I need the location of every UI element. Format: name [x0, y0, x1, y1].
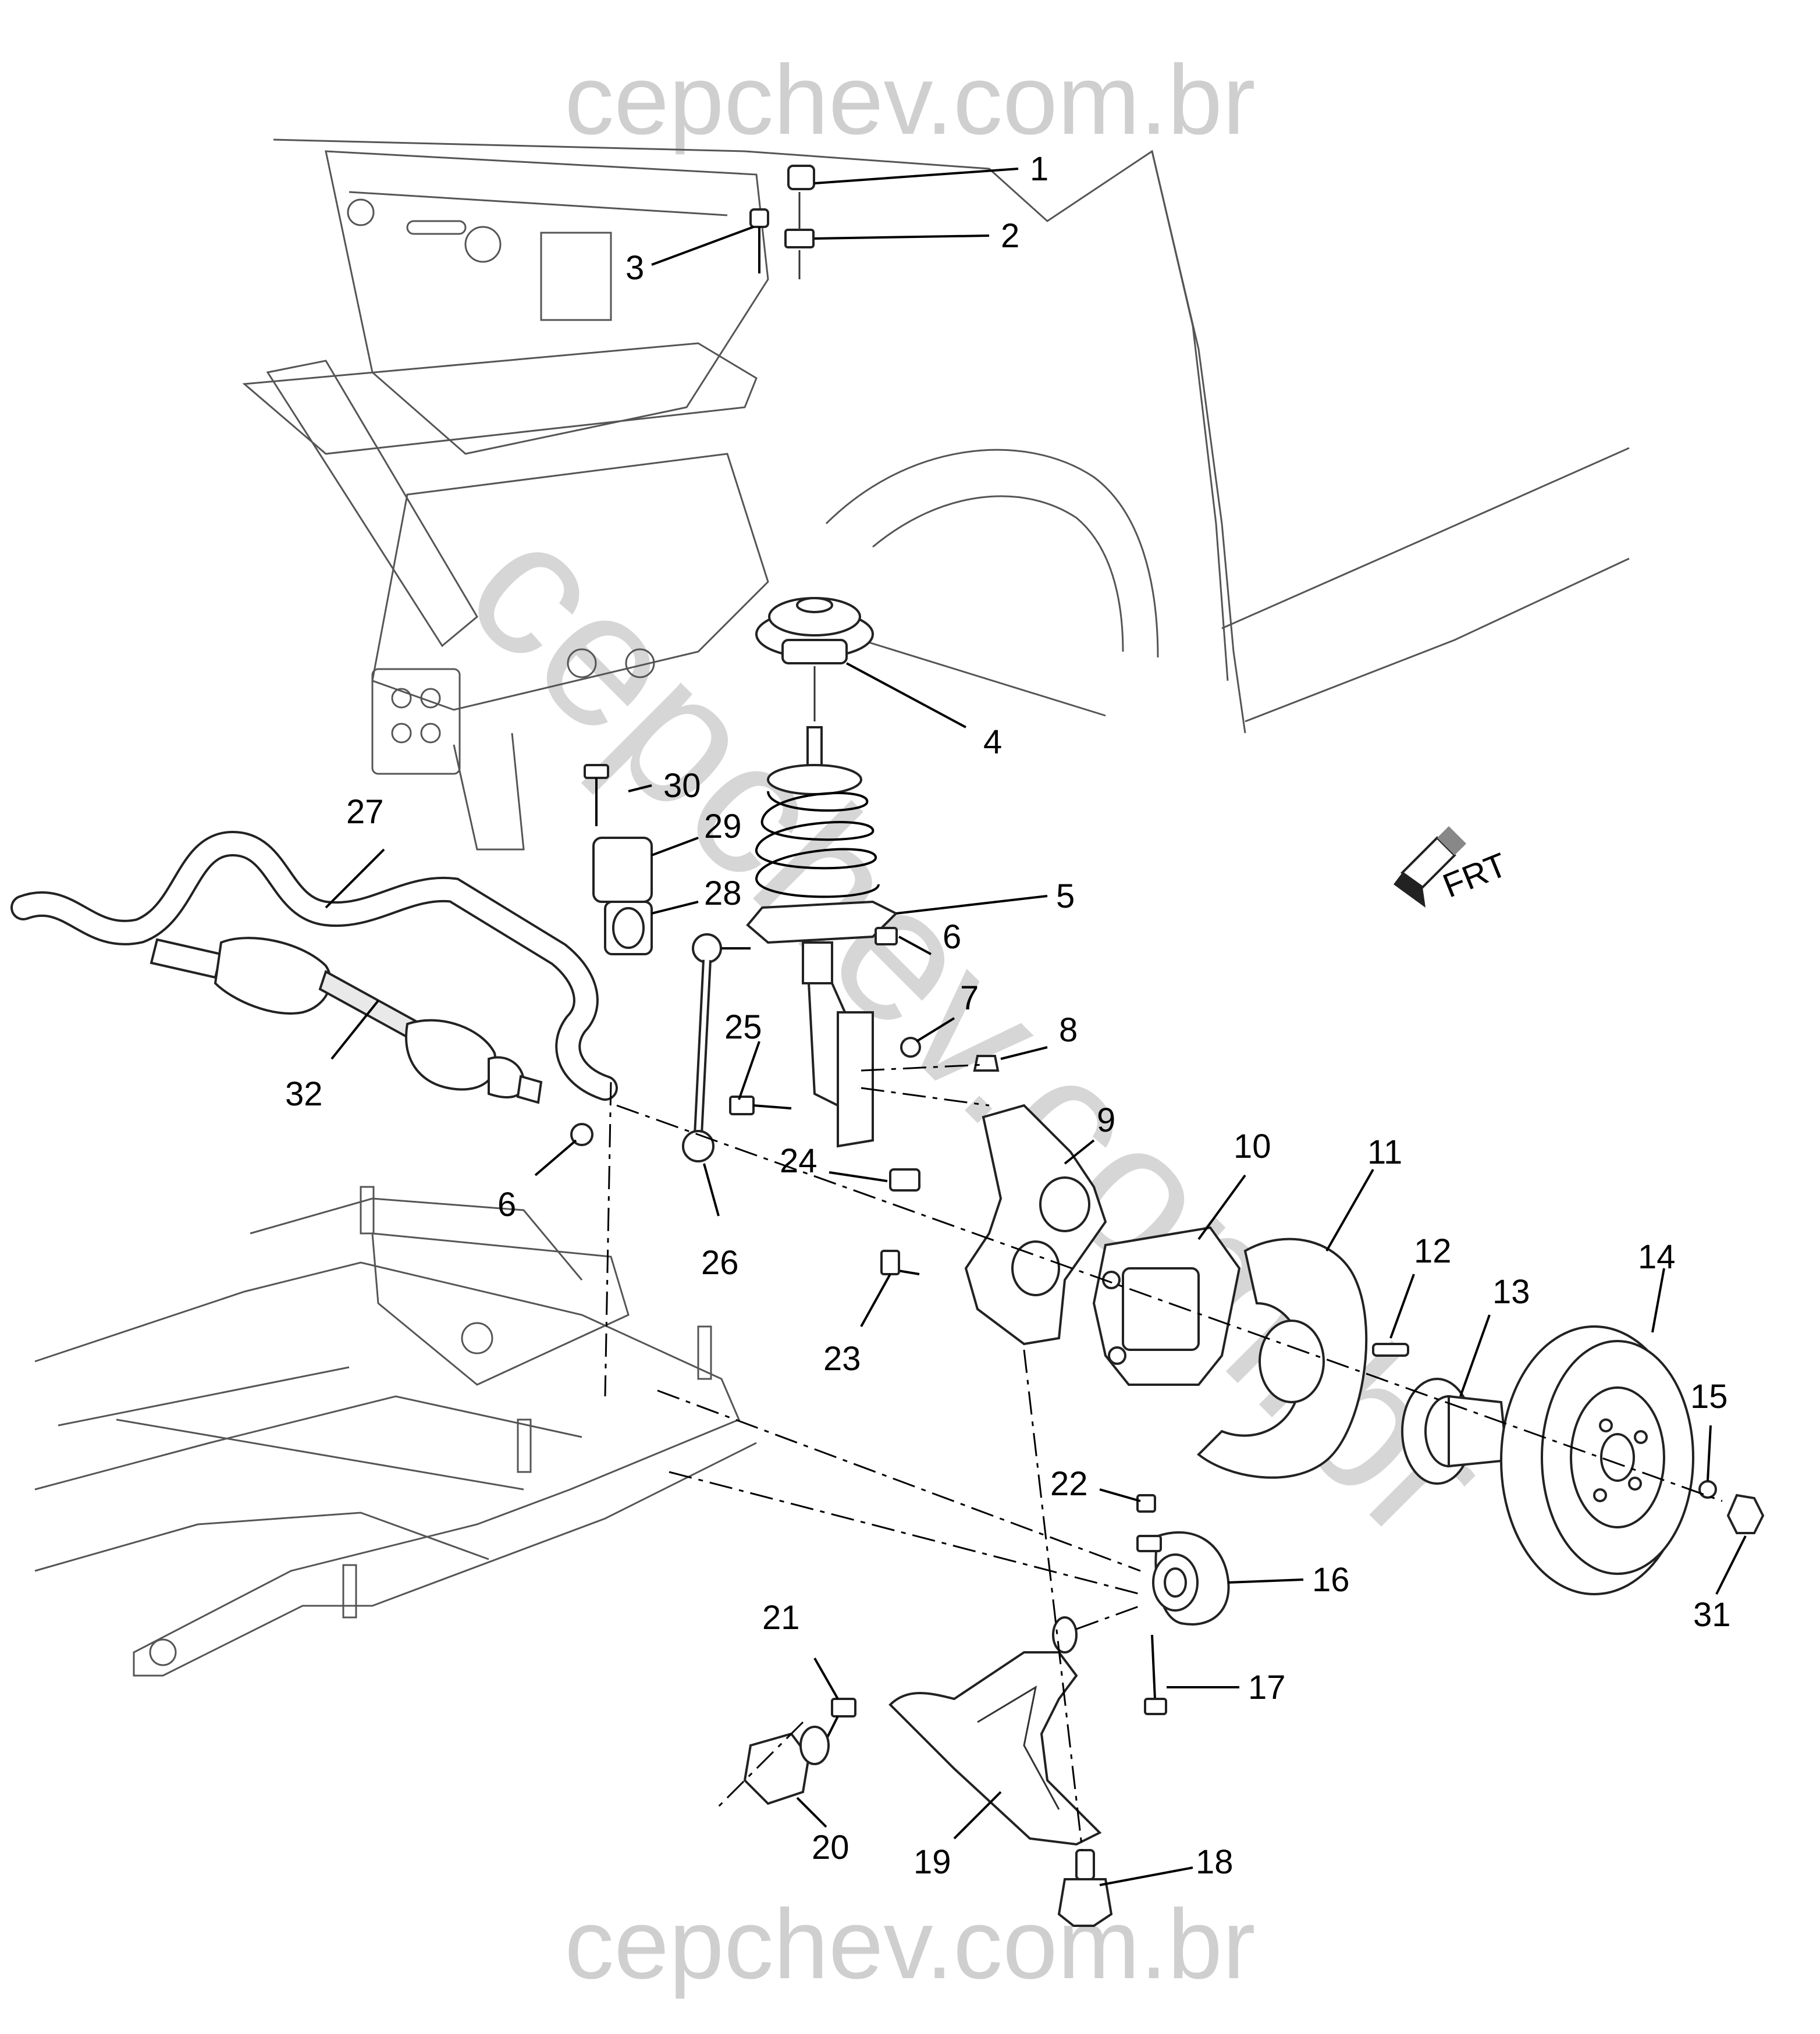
- hub-fasteners: [1698, 1480, 1765, 1534]
- callout-4: 4: [983, 723, 1002, 761]
- callout-15: 15: [1690, 1378, 1728, 1416]
- callout-13: 13: [1492, 1273, 1530, 1311]
- front-direction-indicator: FRT: [1394, 826, 1512, 908]
- callout-21: 21: [762, 1599, 800, 1637]
- callout-8: 8: [1059, 1011, 1078, 1049]
- callout-30: 30: [663, 767, 701, 805]
- callout-6b: 6: [497, 1186, 516, 1224]
- steering-knuckle: [964, 1104, 1107, 1346]
- watermark-diagonal: cepchev.com.br: [427, 479, 1528, 1580]
- callout-32: 32: [285, 1075, 323, 1113]
- callout-1: 1: [1030, 150, 1048, 188]
- callout-6a: 6: [943, 918, 961, 956]
- misc-bolts: [570, 927, 1167, 1740]
- callout-12: 12: [1414, 1232, 1452, 1270]
- strut-mount: [755, 597, 874, 721]
- brake-rotor: [1500, 1325, 1694, 1595]
- callout-9: 9: [1097, 1101, 1115, 1139]
- leader-lines: [325, 168, 1747, 1886]
- callout-22: 22: [1050, 1465, 1088, 1503]
- callout-29: 29: [704, 808, 742, 845]
- front-subframe: [34, 1186, 757, 1677]
- stabilizer-bushing-clamp: [584, 764, 653, 955]
- coil-spring-strut: [746, 726, 898, 1148]
- callout-18: 18: [1196, 1843, 1234, 1881]
- front-arrow-icon: [1394, 826, 1466, 908]
- callout-11: 11: [1367, 1133, 1402, 1171]
- watermark-bottom: cepchev.com.br: [564, 1889, 1255, 2000]
- callout-23: 23: [823, 1340, 861, 1378]
- vehicle-body-structure: [242, 138, 1630, 851]
- rear-control-arm-bushing: [743, 1726, 830, 1805]
- callout-10: 10: [1234, 1128, 1271, 1165]
- stabilizer-link: [682, 933, 751, 1162]
- callout-28: 28: [704, 874, 742, 912]
- lower-ball-joint: [1057, 1849, 1113, 1927]
- assembly-centerlines: [604, 1064, 1723, 1851]
- callout-16: 16: [1312, 1561, 1350, 1599]
- brake-caliper: [1092, 1226, 1241, 1386]
- brake-splash-shield: [1197, 1238, 1368, 1479]
- callout-25: 25: [724, 1008, 762, 1046]
- callout-26: 26: [701, 1244, 739, 1282]
- callout-17: 17: [1248, 1669, 1286, 1706]
- callout-19: 19: [913, 1843, 951, 1881]
- callout-24: 24: [780, 1142, 817, 1180]
- callout-31: 31: [1693, 1596, 1731, 1634]
- callout-7: 7: [960, 979, 979, 1017]
- callout-20: 20: [812, 1829, 849, 1866]
- lower-control-arm-bushing: [1136, 1531, 1230, 1626]
- upper-fasteners: [749, 165, 815, 279]
- callout-14: 14: [1638, 1238, 1676, 1276]
- drive-axle: [150, 937, 543, 1104]
- callout-2: 2: [1001, 217, 1019, 255]
- callouts: 1 2 3 4 5 6 6 7 8 9 10 11 12 13 14 15 16…: [285, 150, 1731, 1881]
- callout-5: 5: [1056, 877, 1075, 915]
- stabilizer-bar: [10, 830, 618, 1101]
- callout-3: 3: [625, 249, 644, 287]
- watermark-top: cepchev.com.br: [564, 45, 1255, 155]
- callout-27: 27: [346, 793, 384, 831]
